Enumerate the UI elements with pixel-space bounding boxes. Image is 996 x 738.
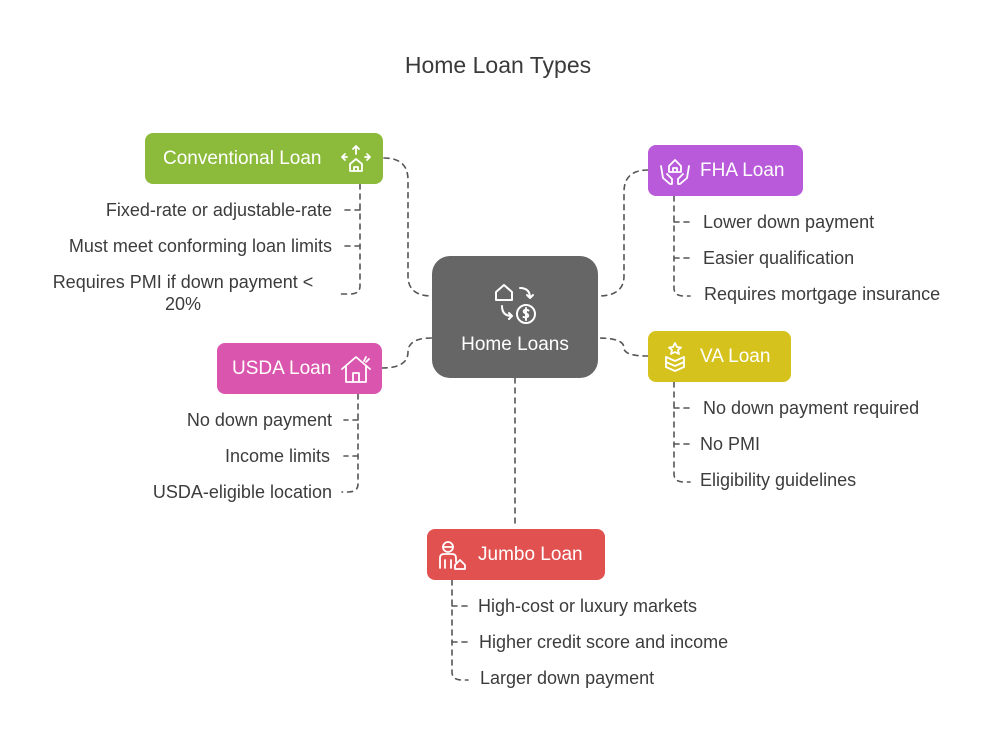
node-label: USDA Loan <box>232 357 332 379</box>
connector-usda <box>381 337 433 369</box>
fha-item-2: Easier qualification <box>703 248 855 268</box>
jumbo-item-2: Higher credit score and income <box>479 632 729 652</box>
fha-item-1: Lower down payment <box>703 212 875 232</box>
conventional-item-1: Fixed-rate or adjustable-rate <box>105 200 332 220</box>
hands-house-icon <box>660 158 690 185</box>
node-label: Jumbo Loan <box>478 543 583 565</box>
house-arrows-icon <box>341 144 371 172</box>
usda-item-2: Income limits <box>224 446 330 466</box>
fha-item-3: Requires mortgage insurance <box>704 284 941 304</box>
home-loan-exchange-icon <box>495 284 536 324</box>
conventional-item-3: Requires PMI if down payment < 20% <box>52 272 314 314</box>
va-item-1: No down payment required <box>703 398 920 418</box>
va-item-2: No PMI <box>700 434 761 454</box>
usda-item-1: No down payment <box>186 410 332 430</box>
node-jumbo-loan: Jumbo Loan <box>427 529 605 580</box>
military-badge-icon <box>665 341 685 372</box>
jumbo-item-3: Larger down payment <box>480 668 655 688</box>
connector-va <box>597 337 649 357</box>
center-node-home-loans: Home Loans <box>432 256 598 378</box>
node-fha-loan: FHA Loan <box>648 145 803 196</box>
spine-va <box>673 381 691 483</box>
node-label: VA Loan <box>700 345 771 367</box>
node-label: Conventional Loan <box>163 147 322 169</box>
spine-usda <box>341 393 359 493</box>
spine-jumbo <box>451 579 469 681</box>
node-va-loan: VA Loan <box>648 331 791 382</box>
house-icon <box>341 355 371 383</box>
usda-item-3: USDA-eligible location <box>152 482 332 502</box>
person-house-icon <box>439 540 466 570</box>
connector-conventional <box>383 157 433 297</box>
spine-conventional <box>339 183 361 295</box>
connector-fha <box>597 169 649 297</box>
conventional-item-2: Must meet conforming loan limits <box>68 236 332 256</box>
va-item-3: Eligibility guidelines <box>700 470 857 490</box>
diagram-title: Home Loan Types <box>404 52 592 78</box>
jumbo-item-1: High-cost or luxury markets <box>478 596 698 616</box>
center-label: Home Loans <box>461 334 569 355</box>
spine-fha <box>673 195 691 297</box>
node-label: FHA Loan <box>700 159 785 181</box>
node-conventional-loan: Conventional Loan <box>145 133 383 184</box>
node-usda-loan: USDA Loan <box>217 343 382 394</box>
